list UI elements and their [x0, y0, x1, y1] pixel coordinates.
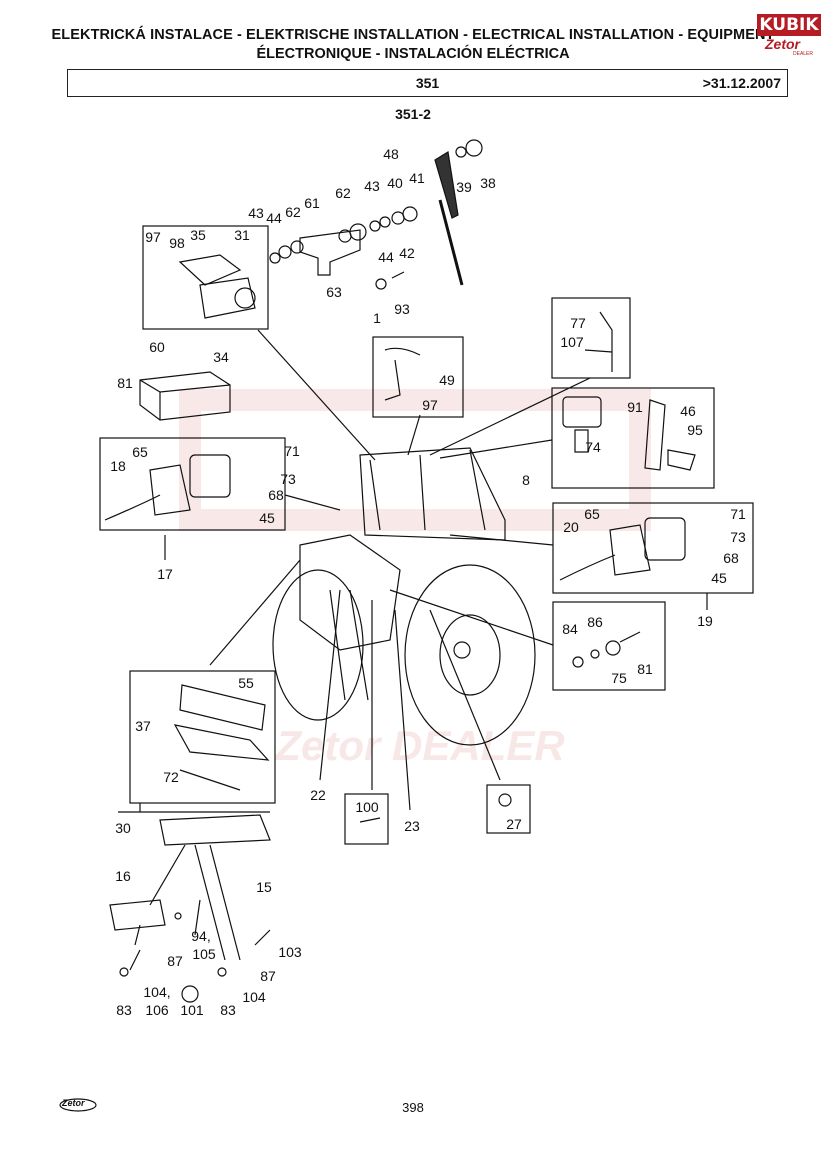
callout-20: 20 [563, 519, 579, 535]
callout-71: 71 [284, 443, 300, 459]
validity-date: >31.12.2007 [702, 75, 781, 91]
callout-87b: 87 [260, 968, 276, 984]
callout-45b: 45 [711, 570, 727, 586]
callout-62: 62 [335, 185, 351, 201]
callout-45: 45 [259, 510, 275, 526]
callout-95: 95 [687, 422, 703, 438]
callout-35: 35 [190, 227, 206, 243]
callout-87: 87 [167, 953, 183, 969]
callout-100: 100 [355, 799, 379, 815]
page-number: 398 [402, 1100, 424, 1115]
callout-16: 16 [115, 868, 131, 884]
callout-65b: 65 [584, 506, 600, 522]
figure-number: 351-2 [395, 106, 431, 122]
callout-60: 60 [149, 339, 165, 355]
callout-61: 61 [304, 195, 320, 211]
callout-8: 8 [522, 472, 530, 488]
callout-105: 105 [192, 946, 216, 962]
callout-46: 46 [680, 403, 696, 419]
callout-23: 23 [404, 818, 420, 834]
callout-55: 55 [238, 675, 254, 691]
callout-30: 30 [115, 820, 131, 836]
callout-71b: 71 [730, 506, 746, 522]
header-line-2: ÉLECTRONIQUE - INSTALACIÓN ELÉCTRICA [256, 46, 570, 62]
callout-84: 84 [562, 621, 578, 637]
callout-34: 34 [213, 349, 229, 365]
dealer-logo-brand: Zetor [765, 36, 800, 52]
footer-logo: Zetor [58, 1097, 98, 1113]
callout-73: 73 [280, 471, 296, 487]
callout-93: 93 [394, 301, 410, 317]
callout-17: 17 [157, 566, 173, 582]
callout-74: 74 [585, 439, 601, 455]
callout-81b: 81 [637, 661, 653, 677]
callout-65: 65 [132, 444, 148, 460]
callout-15: 15 [256, 879, 272, 895]
watermark-text: Zetor DEALER [274, 722, 565, 769]
callout-37: 37 [135, 718, 151, 734]
callout-labels: 48 39 38 62 43 40 41 43 44 62 61 42 44 9… [110, 146, 746, 1018]
callout-106: 106 [145, 1002, 169, 1018]
callout-97: 97 [145, 229, 161, 245]
callout-91: 91 [627, 399, 643, 415]
callout-83: 83 [116, 1002, 132, 1018]
callout-101: 101 [180, 1002, 204, 1018]
callout-81: 81 [117, 375, 133, 391]
callout-68: 68 [268, 487, 284, 503]
callout-98: 98 [169, 235, 185, 251]
callout-77: 77 [570, 315, 586, 331]
callout-42: 42 [399, 245, 415, 261]
callout-44b: 44 [378, 249, 394, 265]
dealer-logo: KUBIK Zetor DEALER [757, 14, 821, 58]
dealer-logo-top: KUBIK [757, 14, 821, 36]
callout-22: 22 [310, 787, 326, 803]
callout-73b: 73 [730, 529, 746, 545]
callout-41: 41 [409, 170, 425, 186]
callout-49: 49 [439, 372, 455, 388]
callout-97b: 97 [422, 397, 438, 413]
callout-63: 63 [326, 284, 342, 300]
callout-44: 44 [266, 210, 282, 226]
callout-68b: 68 [723, 550, 739, 566]
callout-40: 40 [387, 175, 403, 191]
callout-19: 19 [697, 613, 713, 629]
callout-39: 39 [456, 179, 472, 195]
callout-75: 75 [611, 670, 627, 686]
callout-72: 72 [163, 769, 179, 785]
callout-83b: 83 [220, 1002, 236, 1018]
header-line-1: ELEKTRICKÁ INSTALACE - ELEKTRISCHE INSTA… [51, 27, 775, 43]
callout-18: 18 [110, 458, 126, 474]
callout-62b: 62 [285, 204, 301, 220]
callout-27: 27 [506, 816, 522, 832]
dealer-logo-tag: DEALER [793, 51, 814, 57]
callout-103: 103 [278, 944, 302, 960]
footer-logo-text: Zetor [62, 1098, 85, 1108]
callout-104b: 104 [242, 989, 266, 1005]
callout-104: 104, [143, 984, 170, 1000]
callout-38: 38 [480, 175, 496, 191]
callout-107: 107 [560, 334, 584, 350]
callout-94: 94, [191, 928, 210, 944]
watermark: Zetor DEALER [179, 389, 651, 769]
callout-31: 31 [234, 227, 250, 243]
callout-43b: 43 [248, 205, 264, 221]
callout-86: 86 [587, 614, 603, 630]
callout-48: 48 [383, 146, 399, 162]
model-number: 351 [415, 75, 440, 91]
callout-1: 1 [373, 310, 381, 326]
callout-43: 43 [364, 178, 380, 194]
model-info-bar: 351 >31.12.2007 [67, 69, 788, 97]
